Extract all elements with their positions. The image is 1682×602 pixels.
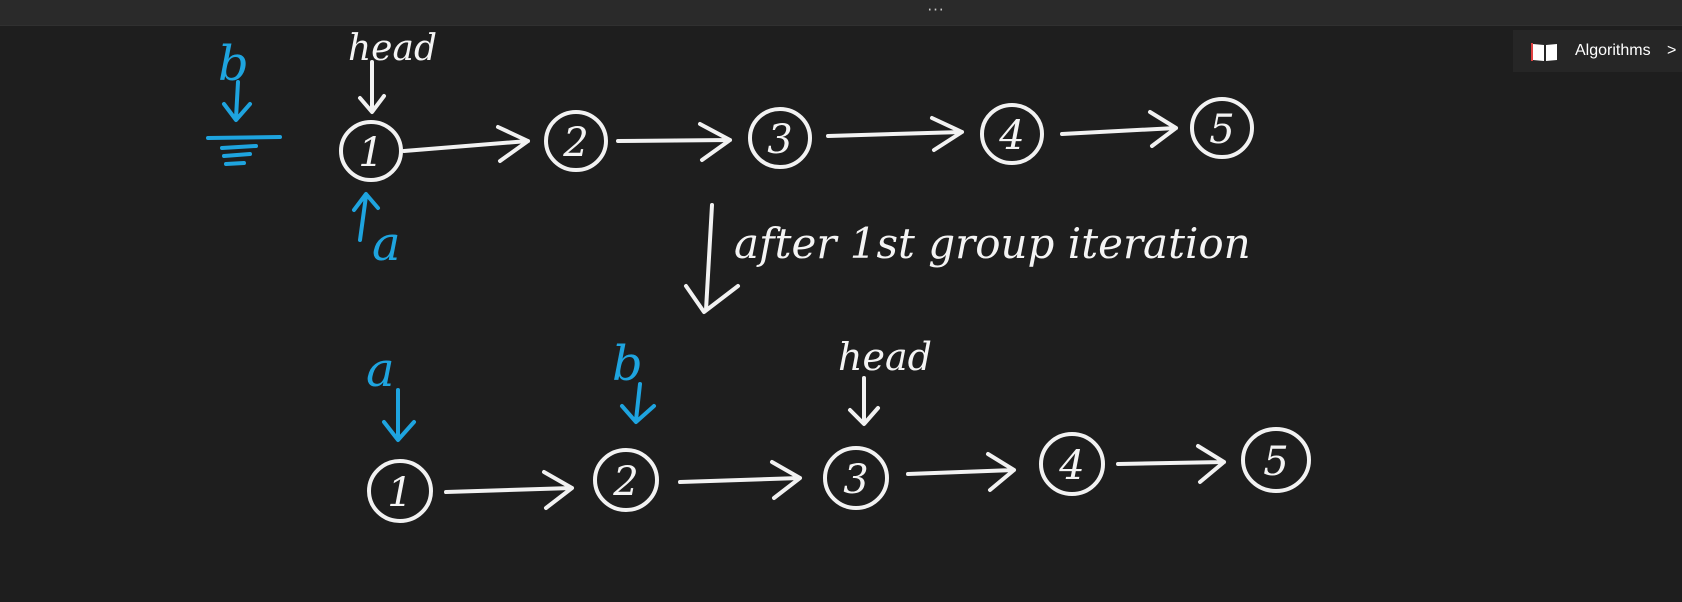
pointer-label-b: b (612, 336, 643, 392)
head-label: head (838, 335, 932, 379)
head-label: head (348, 28, 437, 69)
top-toolbar: ··· (0, 0, 1682, 26)
breadcrumb-label: Algorithms (1575, 42, 1651, 59)
node-value: 4 (1058, 443, 1084, 489)
breadcrumb[interactable]: Algorithms > (1513, 30, 1682, 72)
list-node: 5 (1190, 97, 1254, 159)
node-value: 3 (767, 117, 792, 163)
list-node: 5 (1241, 427, 1311, 493)
node-value: 1 (358, 130, 383, 176)
list-node: 4 (1039, 432, 1105, 496)
pointer-label-a: a (372, 216, 401, 272)
list-node: 4 (980, 103, 1044, 165)
node-value: 2 (612, 459, 638, 505)
pointer-label-b: b (218, 36, 249, 92)
arrow-right-icon (1060, 110, 1178, 148)
arrow-right-icon (444, 470, 574, 510)
arrow-right-icon (616, 122, 732, 162)
book-icon (1531, 43, 1557, 61)
arrow-down-icon (848, 376, 880, 426)
transition-label: after 1st group iteration (734, 219, 1251, 268)
list-node: 1 (339, 120, 403, 182)
list-node: 1 (367, 459, 433, 523)
chevron-right-icon[interactable]: > (1667, 42, 1677, 59)
list-node: 3 (823, 446, 889, 510)
arrow-down-icon (620, 382, 656, 424)
transition-arrow (684, 203, 740, 314)
arrow-down-icon (222, 80, 252, 122)
node-value: 3 (843, 457, 868, 503)
arrow-right-icon (826, 116, 964, 152)
node-value: 2 (562, 120, 588, 166)
arrow-down-icon (382, 388, 416, 442)
node-value: 5 (1209, 107, 1234, 153)
arrow-right-icon (402, 125, 530, 163)
arrow-right-icon (1116, 444, 1226, 484)
node-value: 4 (998, 113, 1024, 159)
node-value: 1 (387, 470, 412, 516)
arrow-right-icon (678, 460, 802, 500)
list-node: 2 (544, 110, 608, 172)
pointer-label-a: a (366, 342, 395, 398)
null-symbol (206, 135, 282, 140)
node-value: 5 (1263, 439, 1288, 485)
arrow-up-icon (352, 192, 380, 242)
list-node: 2 (593, 448, 659, 512)
list-node: 3 (748, 107, 812, 169)
arrow-right-icon (906, 452, 1016, 492)
arrow-down-icon (358, 60, 386, 114)
more-options-button[interactable]: ··· (927, 1, 945, 19)
null-symbol-lines (220, 144, 258, 166)
